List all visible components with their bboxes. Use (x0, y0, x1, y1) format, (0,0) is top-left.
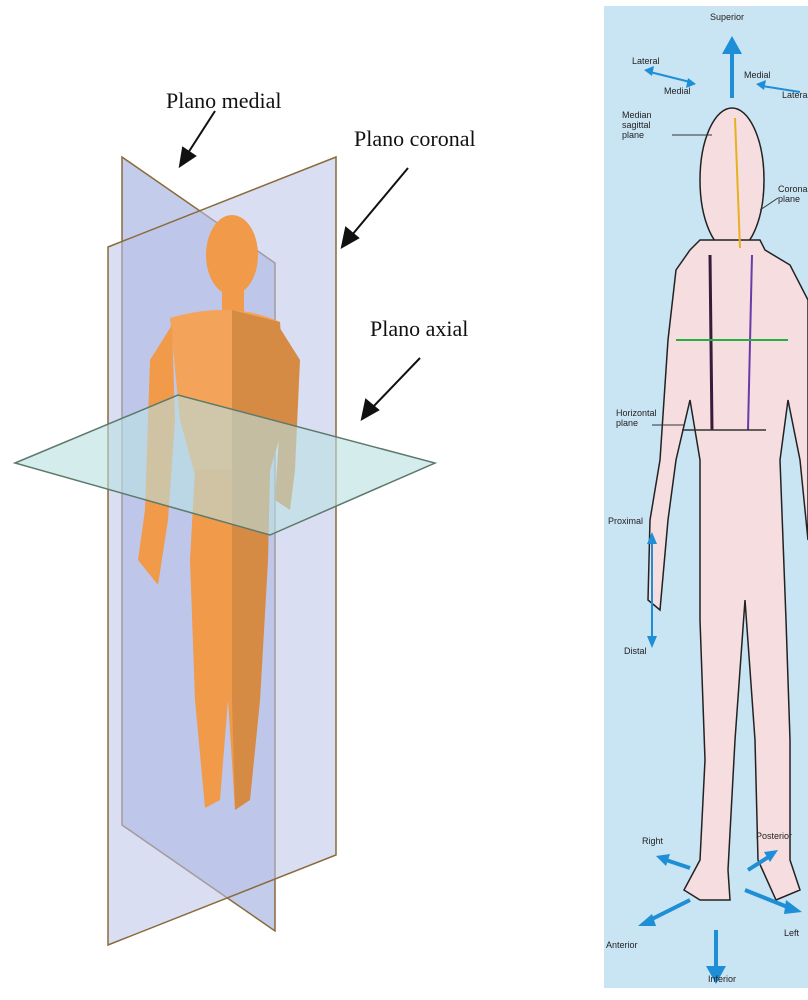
label-superior: Superior (710, 12, 744, 22)
label-lateral-left: Lateral (632, 56, 660, 66)
label-horizontal-plane: Horizontal plane (616, 408, 657, 428)
label-lateral-right: Lateral (782, 90, 808, 100)
label-posterior: Posterior (756, 831, 792, 841)
label-medial-left: Medial (664, 86, 691, 96)
label-inferior: Inferior (708, 974, 736, 984)
body-outline (604, 108, 808, 988)
label-anterior: Anterior (606, 940, 638, 950)
label-medial-right: Medial (744, 70, 771, 80)
body-midline (710, 255, 712, 430)
label-left: Left (784, 928, 799, 938)
label-plano-axial: Plano axial (370, 316, 468, 342)
label-proximal: Proximal (608, 516, 643, 526)
label-right: Right (642, 836, 663, 846)
axial-plane (15, 395, 435, 535)
label-distal: Distal (624, 646, 647, 656)
label-plano-coronal: Plano coronal (354, 126, 476, 152)
label-median-sagittal-plane: Median sagittal plane (622, 110, 652, 140)
label-coronal-plane: Coronal plane (778, 184, 808, 204)
label-plano-medial: Plano medial (166, 88, 281, 114)
planes-figure: Plano medial Plano coronal Plano axial (0, 0, 470, 995)
directional-terms-figure: Superior Lateral Medial Medial Lateral M… (604, 6, 808, 988)
